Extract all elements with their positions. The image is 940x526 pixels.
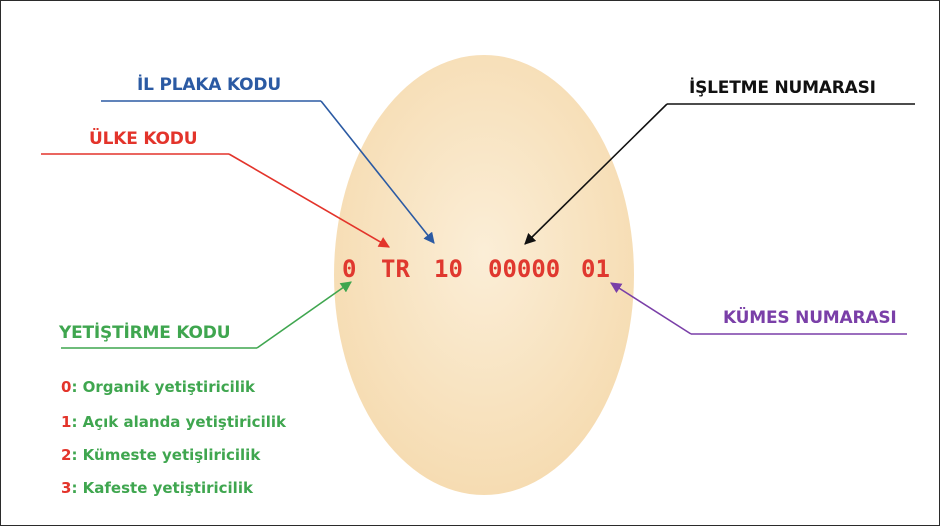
ulke-kodu-connector bbox=[41, 153, 390, 248]
legend-number: 2 bbox=[61, 446, 72, 464]
legend-number: 1 bbox=[61, 413, 72, 431]
legend-number: 3 bbox=[61, 479, 72, 497]
isletme-connector bbox=[524, 103, 915, 245]
legend-text: : Organik yetiştiricilik bbox=[71, 378, 256, 396]
legend-item: 2: Kümeste yetişliricilik bbox=[61, 446, 260, 464]
legend-text: : Açık alanda yetiştiricilik bbox=[71, 413, 286, 431]
isletme-numarasi-label: İŞLETME NUMARASI bbox=[689, 78, 876, 98]
egg-shape bbox=[334, 55, 634, 495]
legend-item: 1: Açık alanda yetiştiricilik bbox=[61, 413, 286, 431]
kumes-connector bbox=[610, 282, 907, 335]
code-enterprise: 00000 bbox=[488, 255, 561, 283]
legend-number: 0 bbox=[61, 378, 72, 396]
code-province: 10 bbox=[434, 255, 463, 283]
ulke-kodu-label: ÜLKE KODU bbox=[89, 129, 198, 149]
code-coop: 01 bbox=[581, 255, 610, 283]
code-digit-production: 0 bbox=[342, 255, 357, 283]
code-country: TR bbox=[381, 255, 410, 283]
il-plaka-connector bbox=[101, 100, 435, 244]
legend-item: 0: Organik yetiştiricilik bbox=[61, 378, 255, 396]
legend-text: : Kafeste yetiştiricilik bbox=[71, 479, 253, 497]
legend-item: 3: Kafeste yetiştiricilik bbox=[61, 479, 253, 497]
yetistirme-connector bbox=[61, 281, 352, 349]
il-plaka-kodu-label: İL PLAKA KODU bbox=[137, 75, 281, 95]
legend-text: : Kümeste yetişliricilik bbox=[71, 446, 261, 464]
yetistirme-kodu-label: YETİŞTİRME KODU bbox=[59, 323, 231, 343]
kumes-numarasi-label: KÜMES NUMARASI bbox=[723, 308, 897, 328]
